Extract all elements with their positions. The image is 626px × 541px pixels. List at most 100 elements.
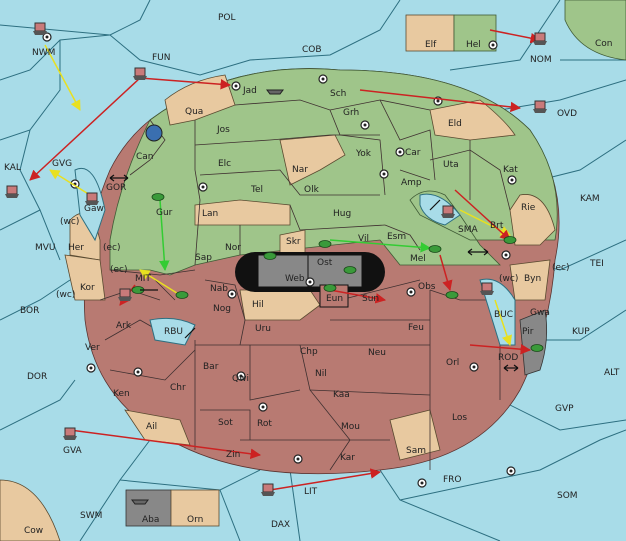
svg-text:Car: Car [405,148,421,158]
province-rie[interactable] [509,194,556,246]
svg-text:POL: POL [218,13,236,23]
svg-text:Sam: Sam [406,446,426,456]
svg-text:Hug: Hug [333,209,351,219]
sea-buc[interactable] [479,278,516,346]
province-lan[interactable] [194,199,291,226]
fleet-unit [85,192,99,205]
svg-text:Jos: Jos [216,125,230,135]
svg-text:Zin: Zin [226,450,240,460]
svg-text:FUN: FUN [152,53,171,63]
province-pir[interactable] [519,309,548,376]
province-elf[interactable] [405,14,455,52]
province-qua[interactable] [164,74,236,126]
svg-text:SMA: SMA [458,225,478,235]
svg-text:SWM: SWM [80,511,102,521]
svg-text:Kaa: Kaa [333,390,350,400]
svg-text:Bar: Bar [203,362,219,372]
svg-text:Hil: Hil [252,300,264,310]
units [5,22,547,505]
svg-text:Pir: Pir [522,327,534,337]
svg-text:Uta: Uta [443,160,459,170]
svg-text:DAX: DAX [271,520,290,530]
svg-text:Tel: Tel [250,185,263,195]
svg-text:Lan: Lan [202,209,218,219]
svg-text:NWM: NWM [32,48,55,58]
province-kor[interactable] [64,254,106,301]
svg-text:Uru: Uru [255,324,271,334]
army-units [131,193,544,352]
svg-text:GVA: GVA [63,446,83,456]
svg-text:TEI: TEI [589,259,604,269]
svg-text:OVD: OVD [557,109,577,119]
fleet-unit [63,427,77,440]
svg-text:Kor: Kor [80,283,95,293]
svg-text:LIT: LIT [304,487,318,497]
svg-text:Sch: Sch [330,89,346,99]
svg-text:Gaw: Gaw [84,204,104,214]
svg-text:Aba: Aba [142,515,159,525]
svg-text:Grh: Grh [343,108,359,118]
svg-text:RBU: RBU [164,327,183,337]
svg-text:Rot: Rot [257,419,272,429]
fleet-unit [131,499,149,505]
svg-text:Hel: Hel [466,40,481,50]
svg-text:Yok: Yok [355,149,372,159]
svg-text:Ken: Ken [113,389,130,399]
svg-text:Ark: Ark [116,321,132,331]
canal-markers [109,174,519,372]
province-ail[interactable] [124,409,191,446]
svg-text:Her: Her [68,243,84,253]
svg-text:FRO: FRO [443,475,462,485]
svg-text:Chr: Chr [170,383,186,393]
province-sam[interactable] [389,409,441,461]
svg-text:NOM: NOM [530,55,552,65]
svg-text:Elc: Elc [218,159,231,169]
svg-text:Gur: Gur [156,208,173,218]
svg-text:Rie: Rie [521,203,536,213]
province-labels: POL COB FUN NWM NOM Con Elf Hel OVD Jad … [4,13,620,536]
province-web-tile[interactable] [257,254,309,288]
svg-text:Can: Can [136,152,154,162]
svg-text:Sun: Sun [362,294,379,304]
svg-text:Obs: Obs [418,282,436,292]
svg-text:Gwa: Gwa [530,308,550,318]
province-eld[interactable] [429,99,516,141]
fleet-unit [266,89,284,95]
svg-text:Byn: Byn [524,274,541,284]
svg-text:(wc): (wc) [56,290,75,300]
svg-text:Nar: Nar [292,165,308,175]
fleet-unit [533,32,547,45]
svg-text:Orl: Orl [446,358,459,368]
fleet-unit [441,205,455,218]
svg-text:Neu: Neu [368,348,386,358]
sea-rbu[interactable] [149,317,196,346]
svg-text:(wc): (wc) [60,217,79,227]
province-nar[interactable] [279,134,346,186]
svg-text:Nab: Nab [210,284,228,294]
svg-text:Mel: Mel [410,254,426,264]
svg-text:Brt: Brt [490,221,504,231]
svg-text:KAM: KAM [580,194,600,204]
svg-text:Skr: Skr [286,237,301,247]
svg-text:Sap: Sap [195,253,212,263]
svg-text:Ver: Ver [85,343,100,353]
svg-text:Olk: Olk [304,185,320,195]
svg-text:Eun: Eun [326,294,343,304]
svg-text:Los: Los [452,413,467,423]
svg-text:Vil: Vil [358,234,369,244]
svg-text:Sot: Sot [218,418,233,428]
svg-text:Ost: Ost [317,258,333,268]
svg-text:Feu: Feu [408,323,424,333]
svg-text:MVU: MVU [35,243,56,253]
svg-text:ROD: ROD [498,353,518,363]
svg-text:Kar: Kar [340,453,355,463]
svg-text:Qua: Qua [185,107,203,117]
svg-text:BOR: BOR [20,306,39,316]
fleet-unit [480,282,494,295]
svg-text:Jad: Jad [242,86,257,96]
province-orn[interactable] [170,489,220,527]
province-byn[interactable] [509,259,551,301]
svg-text:(wc): (wc) [499,274,518,284]
